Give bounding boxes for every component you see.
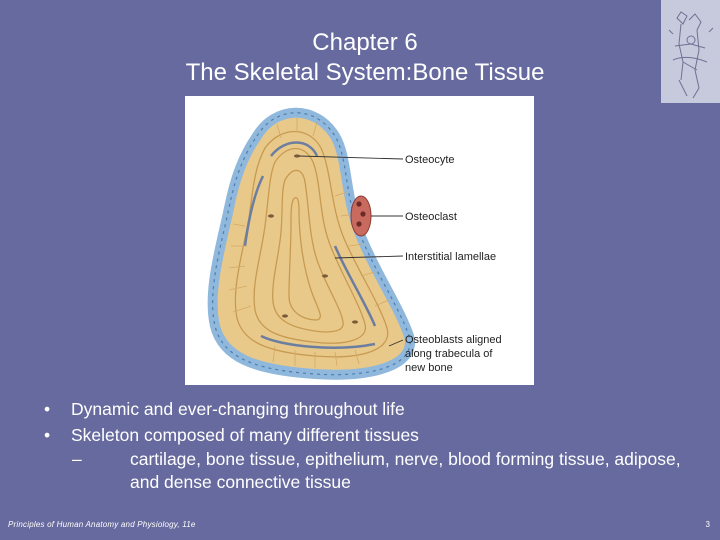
bullet-marker: • — [44, 425, 51, 445]
bullet-item: • Dynamic and ever-changing throughout l… — [44, 396, 684, 422]
title-line-2: The Skeletal System:Bone Tissue — [185, 59, 545, 86]
trabecula-outline — [207, 107, 415, 380]
page-number: 3 — [705, 520, 710, 529]
slide-title: Chapter 6 The Skeletal System:Bone Tissu… — [60, 28, 670, 88]
bullet-text: Dynamic and ever-changing throughout lif… — [71, 399, 405, 419]
sub-bullet-item: – cartilage, bone tissue, epithelium, ne… — [72, 448, 684, 494]
trabecula-figure: Osteocyte Osteoclast Interstitial lamell… — [185, 96, 534, 385]
corner-sketch-image — [661, 0, 720, 103]
sub-bullet-text: cartilage, bone tissue, epithelium, nerv… — [130, 449, 681, 492]
label-osteoblasts-line-3: new bone — [405, 362, 453, 374]
footer-book-title: Principles of Human Anatomy and Physiolo… — [8, 520, 196, 529]
label-osteocyte: Osteocyte — [405, 154, 455, 166]
bullet-list: • Dynamic and ever-changing throughout l… — [44, 396, 684, 494]
trabecula-illustration: Osteocyte Osteoclast Interstitial lamell… — [207, 107, 502, 380]
label-osteoblasts-line-1: Osteoblasts aligned — [405, 334, 502, 346]
label-osteoblasts-line-2: along trabecula of — [405, 348, 493, 360]
bullet-text: Skeleton composed of many different tiss… — [71, 425, 419, 445]
label-osteoclast: Osteoclast — [405, 211, 457, 223]
sub-bullet-marker: – — [72, 449, 82, 469]
title-line-1: Chapter 6 — [312, 29, 418, 56]
label-interstitial-lamellae: Interstitial lamellae — [405, 251, 496, 263]
sketch-drawing — [668, 11, 714, 99]
osteoclast-cell — [350, 195, 372, 237]
bullet-marker: • — [44, 399, 51, 419]
bullet-item: • Skeleton composed of many different ti… — [44, 422, 684, 448]
